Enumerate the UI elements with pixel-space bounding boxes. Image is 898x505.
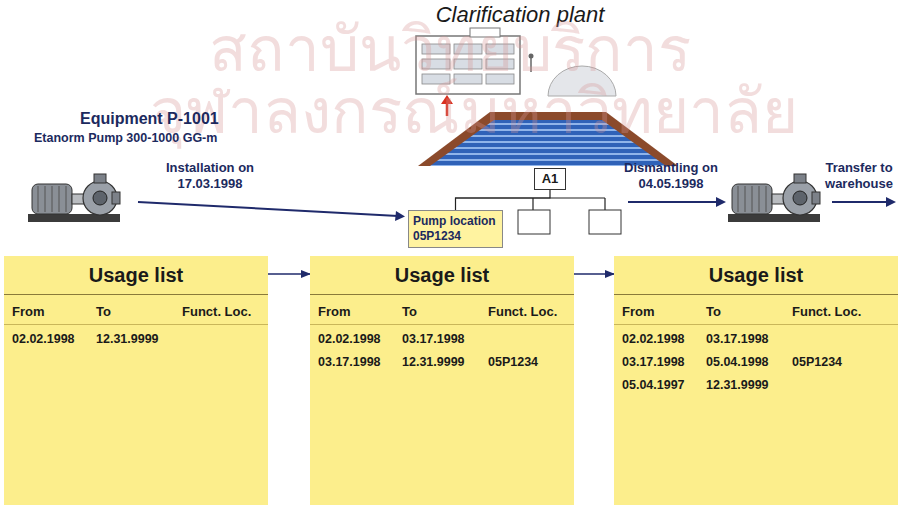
small-arrow: [446, 102, 449, 116]
flow-label: Installation on 17.03.1998: [150, 160, 270, 192]
table-rule: [4, 324, 268, 325]
location-box: A1: [534, 168, 566, 190]
table-cell: 05P1234: [792, 355, 842, 369]
table-cell: 12.31.9999: [402, 355, 465, 369]
equipment-title: Equipment P-1001: [80, 110, 280, 128]
table-cell: 03.17.1998: [318, 355, 381, 369]
table-cell: Funct. Loc.: [792, 304, 861, 319]
dome: [548, 66, 616, 96]
connector: [268, 273, 310, 275]
table-rule: [614, 324, 898, 325]
building: [416, 28, 534, 94]
table-cell: To: [706, 304, 721, 319]
flow-arrow: [138, 202, 888, 216]
table-cell: 02.02.1998: [318, 332, 381, 346]
usage-list-table: Usage listFrom To Funct. Loc. 02.02.1998 03.…: [310, 256, 574, 505]
pump-illustration: [728, 174, 820, 222]
basin-berm: [418, 112, 678, 166]
table-rule: [310, 324, 574, 325]
table-rule: [4, 294, 268, 295]
usage-list-table: Usage listFrom To Funct. Loc. 02.02.1998 03.…: [614, 256, 898, 505]
table-rule: [310, 294, 574, 295]
table-cell: 03.17.1998: [622, 355, 685, 369]
table-cell: From: [622, 304, 655, 319]
table-cell: 12.31.9999: [96, 332, 159, 346]
connector: [456, 190, 551, 210]
box-text: Pump location 05P1234: [413, 214, 498, 244]
table-cell: From: [318, 304, 351, 319]
table-cell: Funct. Loc.: [488, 304, 557, 319]
table-cell: To: [96, 304, 111, 319]
basin-water: [430, 120, 666, 166]
table-cell: 05.04.1997: [622, 378, 685, 392]
table-cell: 12.31.9999: [706, 378, 769, 392]
pump-location-box: Pump location 05P1234: [408, 210, 503, 248]
usage-list-table: Usage listFrom To Funct. Loc. 02.02.1998 12.…: [4, 256, 268, 505]
table-cell: 03.17.1998: [706, 332, 769, 346]
empty-box: [518, 210, 550, 234]
table-cell: From: [12, 304, 45, 319]
table-cell: 02.02.1998: [12, 332, 75, 346]
equipment-desc: Etanorm Pump 300-1000 GG-m: [34, 131, 264, 145]
empty-box: [589, 210, 621, 234]
tree-line: [455, 198, 605, 210]
watermark: จุฬาลงกรณ์มหาวิทยาลัย: [150, 62, 790, 160]
flow-label: Dismantling on 04.05.1998: [612, 160, 730, 192]
table-cell: 02.02.1998: [622, 332, 685, 346]
table-cell: 05.04.1998: [706, 355, 769, 369]
table-cell: 03.17.1998: [402, 332, 465, 346]
pump-illustration: [28, 174, 120, 222]
flow-label: Transfer to warehouse: [822, 160, 896, 192]
table-heading: Usage list: [4, 264, 268, 287]
table-cell: Funct. Loc.: [182, 304, 251, 319]
table-rule: [614, 294, 898, 295]
title: Clarification plant: [400, 2, 640, 28]
table-cell: 05P1234: [488, 355, 538, 369]
table-heading: Usage list: [310, 264, 574, 287]
table-cell: To: [402, 304, 417, 319]
box-text: A1: [535, 169, 565, 189]
table-heading: Usage list: [614, 264, 898, 287]
connector: [574, 273, 614, 275]
